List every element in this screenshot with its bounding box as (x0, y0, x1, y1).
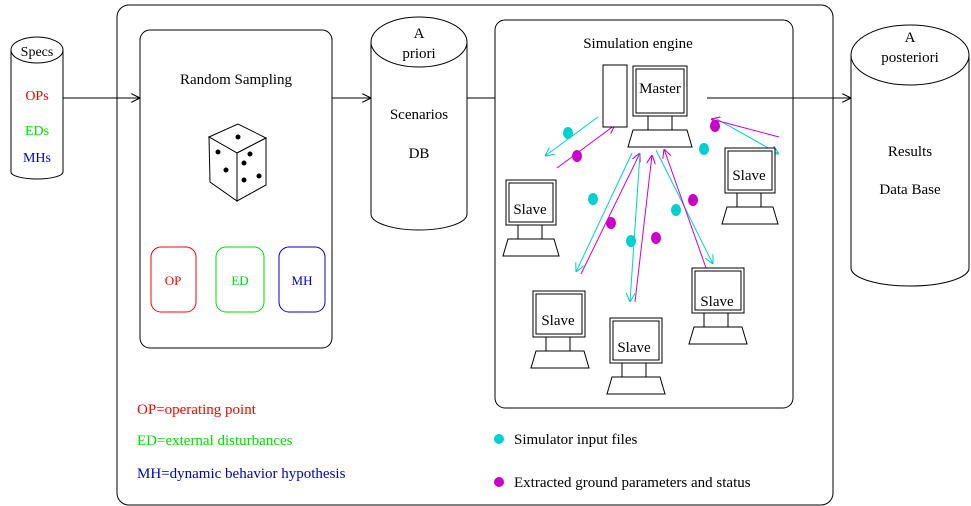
legend-dot-params (494, 477, 504, 487)
outer-frame (116, 4, 834, 506)
slave-label-bottom-center: Slave (617, 340, 651, 356)
engine-title: Simulation engine (583, 36, 693, 52)
ed-box-label: ED (231, 273, 248, 288)
master-label: Master (639, 81, 681, 97)
specs-item-mhs: MHs (23, 151, 51, 166)
slave-computer-left: Slave (502, 179, 560, 257)
aposteriori-body-line1: Results (888, 144, 932, 160)
specs-item-ops: OPs (25, 89, 48, 104)
slave-computer-bottom-center: Slave (606, 317, 666, 395)
mh-box-label: MH (292, 273, 313, 288)
aposteriori-body-line2: Data Base (879, 182, 941, 198)
legend-dot-input (494, 434, 504, 444)
dice-icon (207, 123, 268, 202)
slave-label-bottom-right: Slave (700, 294, 734, 310)
aposteriori-cap-line1: A (905, 30, 916, 46)
aposteriori-db-cylinder: A posteriori Results Data Base (850, 24, 970, 287)
specs-cylinder: Specs OPs EDs MHs (10, 36, 64, 180)
mh-box (278, 246, 326, 313)
slave-computer-bottom-right: Slave (688, 267, 748, 345)
specs-item-eds: EDs (25, 124, 49, 139)
legend: Simulator input files Extracted ground p… (494, 432, 751, 491)
definition-ed: ED=external disturbances (137, 433, 293, 449)
aposteriori-cap-line2: posteriori (881, 50, 939, 66)
slave-label-bottom-left: Slave (541, 313, 575, 329)
specs-title: Specs (21, 45, 54, 60)
apriori-body-line1: Scenarios (390, 107, 448, 123)
legend-label-params: Extracted ground parameters and status (514, 475, 751, 491)
apriori-cap-line1: A (414, 26, 425, 42)
definition-op: OP=operating point (137, 402, 257, 418)
random-sampling-box: Random Sampling OP ED MH (139, 29, 333, 349)
op-box-label: OP (165, 273, 182, 288)
ed-box (215, 246, 265, 313)
definitions: OP=operating point ED=external disturban… (137, 402, 346, 482)
slave-label-right: Slave (732, 168, 766, 184)
slave-computer-bottom-left: Slave (530, 290, 590, 369)
apriori-body-line2: DB (409, 146, 430, 162)
slave-label-left: Slave (513, 202, 547, 218)
simulation-engine-box: Simulation engine (494, 19, 794, 409)
slave-computer-right: Slave (721, 147, 779, 225)
definition-mh: MH=dynamic behavior hypothesis (137, 466, 346, 482)
master-computer: Master (602, 64, 693, 148)
data-links (545, 117, 779, 302)
link-dots (563, 120, 720, 247)
apriori-cap-line2: priori (402, 46, 435, 62)
sampling-title: Random Sampling (180, 72, 293, 88)
op-box (150, 246, 197, 313)
apriori-db-cylinder: A priori Scenarios DB (370, 16, 468, 231)
legend-label-input: Simulator input files (514, 432, 637, 448)
